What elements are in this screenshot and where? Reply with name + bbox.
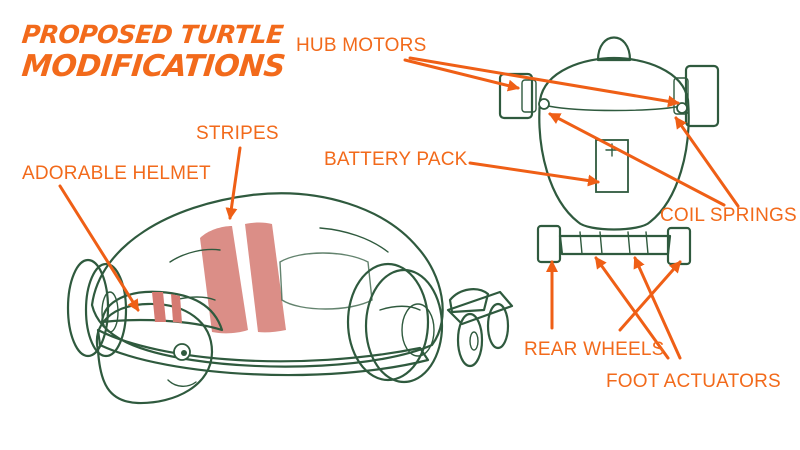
shell-stripe-left bbox=[200, 226, 248, 334]
arrow-battery-pack bbox=[468, 161, 600, 187]
title-line-1: PROPOSED TURTLE bbox=[20, 20, 285, 49]
top-shell bbox=[538, 56, 690, 231]
label-adorable-helmet: ADORABLE HELMET bbox=[22, 163, 211, 184]
top-rear-bar bbox=[558, 234, 672, 256]
turtle-head bbox=[95, 302, 214, 405]
arrow-rear-wheels-right bbox=[618, 260, 682, 332]
title-line-2: MODIFICATIONS bbox=[20, 49, 287, 84]
arrow-hub-motors-left bbox=[403, 58, 520, 92]
arrow-coil-springs-left bbox=[548, 112, 726, 207]
shell-plate-center bbox=[279, 252, 373, 310]
turtle-shell bbox=[90, 192, 444, 368]
top-head bbox=[596, 36, 632, 62]
arrow-coil-springs-right bbox=[674, 116, 740, 208]
arrow-adorable-helmet bbox=[58, 184, 140, 312]
front-left-wheel bbox=[66, 258, 128, 358]
label-coil-springs: COIL SPRINGS bbox=[660, 205, 797, 226]
arrow-stripes bbox=[225, 146, 242, 220]
turtle-top-view bbox=[498, 36, 720, 266]
arrow-foot-actuators-right bbox=[633, 256, 682, 360]
front-right-wheel bbox=[346, 262, 444, 384]
turtle-side-view bbox=[66, 192, 514, 405]
label-foot-actuators: FOOT ACTUATORS bbox=[606, 371, 781, 392]
top-hub-motor-left bbox=[498, 72, 550, 120]
arrow-hub-motors-right bbox=[408, 56, 680, 108]
arrow-foot-actuators-left bbox=[594, 256, 670, 360]
annotation-arrows bbox=[58, 56, 740, 360]
label-battery-pack: BATTERY PACK bbox=[324, 149, 468, 170]
top-hub-motor-right bbox=[673, 64, 720, 128]
label-hub-motors: HUB MOTORS bbox=[296, 35, 427, 56]
shell-stripe-right bbox=[245, 222, 286, 333]
label-rear-wheels: REAR WHEELS bbox=[524, 339, 665, 360]
rear-wheel-assembly bbox=[446, 288, 514, 368]
label-stripes: STRIPES bbox=[196, 123, 279, 144]
